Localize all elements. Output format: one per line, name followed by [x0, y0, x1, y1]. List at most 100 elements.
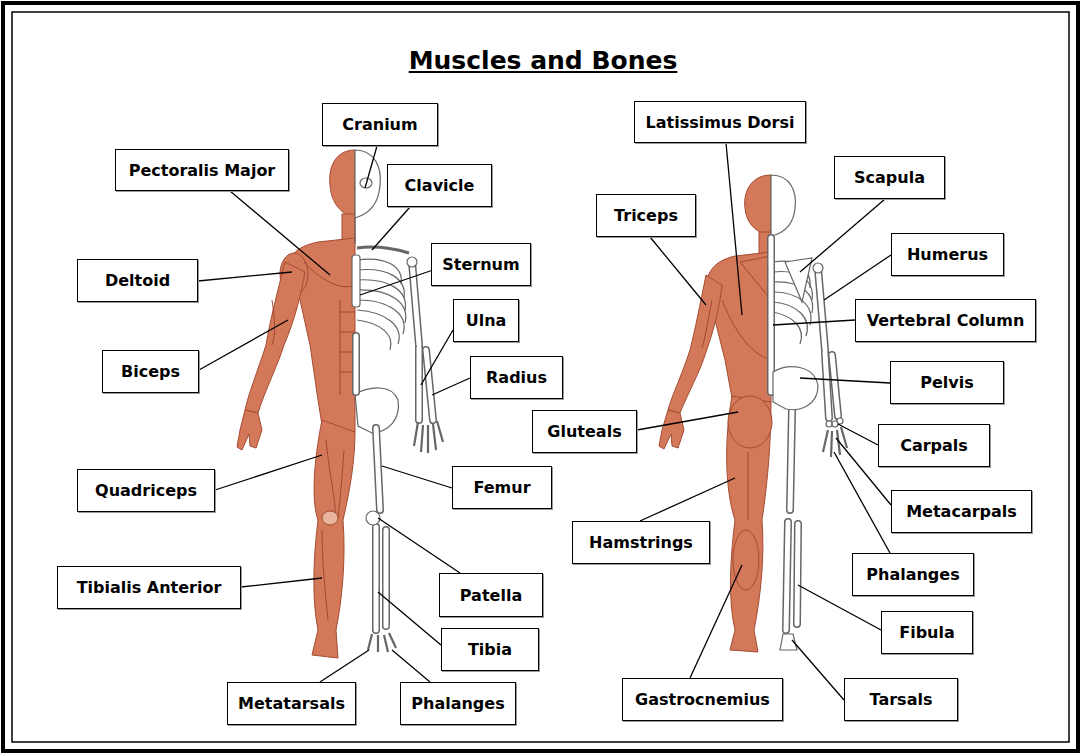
label-box: Radius: [470, 356, 563, 399]
leader-lines-part: [834, 452, 890, 553]
front-skeleton-part: [354, 218, 355, 244]
leader-lines-part: [382, 466, 452, 488]
leader-lines-part: [773, 320, 855, 325]
label-text: Latissimus Dorsi: [646, 113, 795, 132]
label-box: Cranium: [322, 103, 438, 146]
leader-lines-part: [650, 237, 706, 305]
label-text: Pelvis: [920, 373, 974, 392]
label-text: Carpals: [900, 436, 968, 455]
label-box: Tibia: [441, 628, 539, 671]
leader-lines-part: [432, 378, 470, 395]
label-box: Deltoid: [77, 259, 198, 302]
back-muscle-detail-part: [722, 300, 771, 360]
front-muscle-detail-part: [272, 300, 275, 345]
back-skeleton: [771, 175, 847, 650]
leader-lines-part: [824, 255, 891, 300]
front-skeleton-part: [366, 511, 380, 525]
label-box: Fibula: [881, 611, 973, 654]
back-muscles-part: [668, 275, 722, 413]
label-box: Phalanges: [400, 682, 516, 725]
label-text: Tibia: [468, 640, 512, 659]
label-box: Gastrocnemius: [622, 678, 783, 721]
label-box: Phalanges: [852, 553, 974, 596]
front-muscle-detail-part: [326, 440, 335, 515]
label-box: Tarsals: [844, 678, 958, 721]
back-skeleton-part: [837, 418, 843, 424]
label-box: Tibialis Anterior: [57, 566, 241, 609]
label-box: Triceps: [596, 194, 696, 237]
label-box: Pectoralis Major: [115, 149, 289, 191]
back-muscle-detail-part: [702, 300, 712, 348]
label-box: Hamstrings: [572, 521, 710, 564]
front-skeleton: [352, 150, 443, 652]
leader-lines-part: [320, 650, 369, 682]
label-text: Radius: [486, 368, 547, 387]
leader-lines-part: [360, 270, 433, 295]
front-skeleton-part: [357, 320, 391, 350]
label-box: Ulna: [453, 299, 519, 342]
label-text: Vertebral Column: [867, 311, 1025, 330]
label-text: Gluteals: [547, 422, 621, 441]
back-muscles-part: [728, 396, 772, 448]
label-box: Sternum: [431, 243, 531, 286]
front-skeleton-part: [368, 633, 396, 652]
label-text: Deltoid: [105, 271, 170, 290]
leader-lines-part: [378, 518, 460, 573]
label-text: Phalanges: [411, 694, 504, 713]
outer-frame: [3, 3, 1078, 751]
leader-lines-part: [792, 640, 844, 700]
front-muscle-detail-part: [322, 511, 338, 525]
label-box: Pelvis: [890, 361, 1004, 404]
label-text: Metacarpals: [906, 502, 1017, 521]
label-box: Humerus: [891, 233, 1004, 276]
label-text: Pectoralis Major: [129, 161, 276, 180]
label-text: Biceps: [121, 362, 180, 381]
front-skeleton-part: [355, 150, 380, 218]
back-skeleton-part: [826, 421, 832, 427]
label-text: Ulna: [466, 311, 507, 330]
leader-lines-part: [230, 191, 330, 275]
label-box: Femur: [452, 466, 552, 509]
leader-lines-part: [199, 320, 288, 370]
label-text: Scapula: [854, 168, 925, 187]
front-skeleton-part: [414, 421, 443, 453]
label-box: Metacarpals: [891, 490, 1032, 533]
label-text: Tibialis Anterior: [77, 578, 222, 597]
leader-lines-part: [392, 650, 430, 682]
label-text: Patella: [460, 586, 522, 605]
back-muscle-detail-part: [748, 452, 749, 520]
leader-lines-part: [640, 478, 735, 521]
front-muscles-part: [330, 150, 355, 218]
label-box: Biceps: [102, 350, 199, 393]
back-muscles-part: [733, 530, 759, 590]
back-skeleton-part: [813, 263, 823, 273]
leader-lines-part: [838, 424, 878, 445]
leader-lines-part: [637, 412, 738, 430]
label-box: Scapula: [834, 156, 945, 199]
leader-lines-part: [378, 592, 441, 645]
leader-lines-part: [198, 272, 292, 281]
label-text: Hamstrings: [589, 533, 693, 552]
back-skeleton-part: [773, 282, 813, 313]
label-text: Phalanges: [866, 565, 959, 584]
front-muscles-part: [237, 410, 262, 450]
front-skeleton-part: [352, 255, 360, 307]
leader-lines: [198, 143, 891, 700]
leader-lines-part: [800, 378, 890, 383]
leader-lines-part: [372, 207, 410, 250]
label-text: Triceps: [614, 206, 678, 225]
front-muscles: [237, 150, 355, 658]
label-text: Clavicle: [405, 176, 475, 195]
label-text: Femur: [473, 478, 530, 497]
label-box: Clavicle: [387, 164, 492, 207]
front-skeleton-part: [357, 310, 399, 344]
back-skeleton-part: [773, 367, 818, 410]
back-muscle-detail-part: [740, 256, 771, 300]
leader-lines-part: [365, 146, 377, 188]
back-muscles-part: [745, 175, 771, 236]
label-box: Carpals: [878, 424, 990, 467]
back-muscles: [659, 175, 772, 652]
leader-lines-part: [421, 330, 453, 385]
front-muscle-detail-part: [322, 530, 328, 620]
